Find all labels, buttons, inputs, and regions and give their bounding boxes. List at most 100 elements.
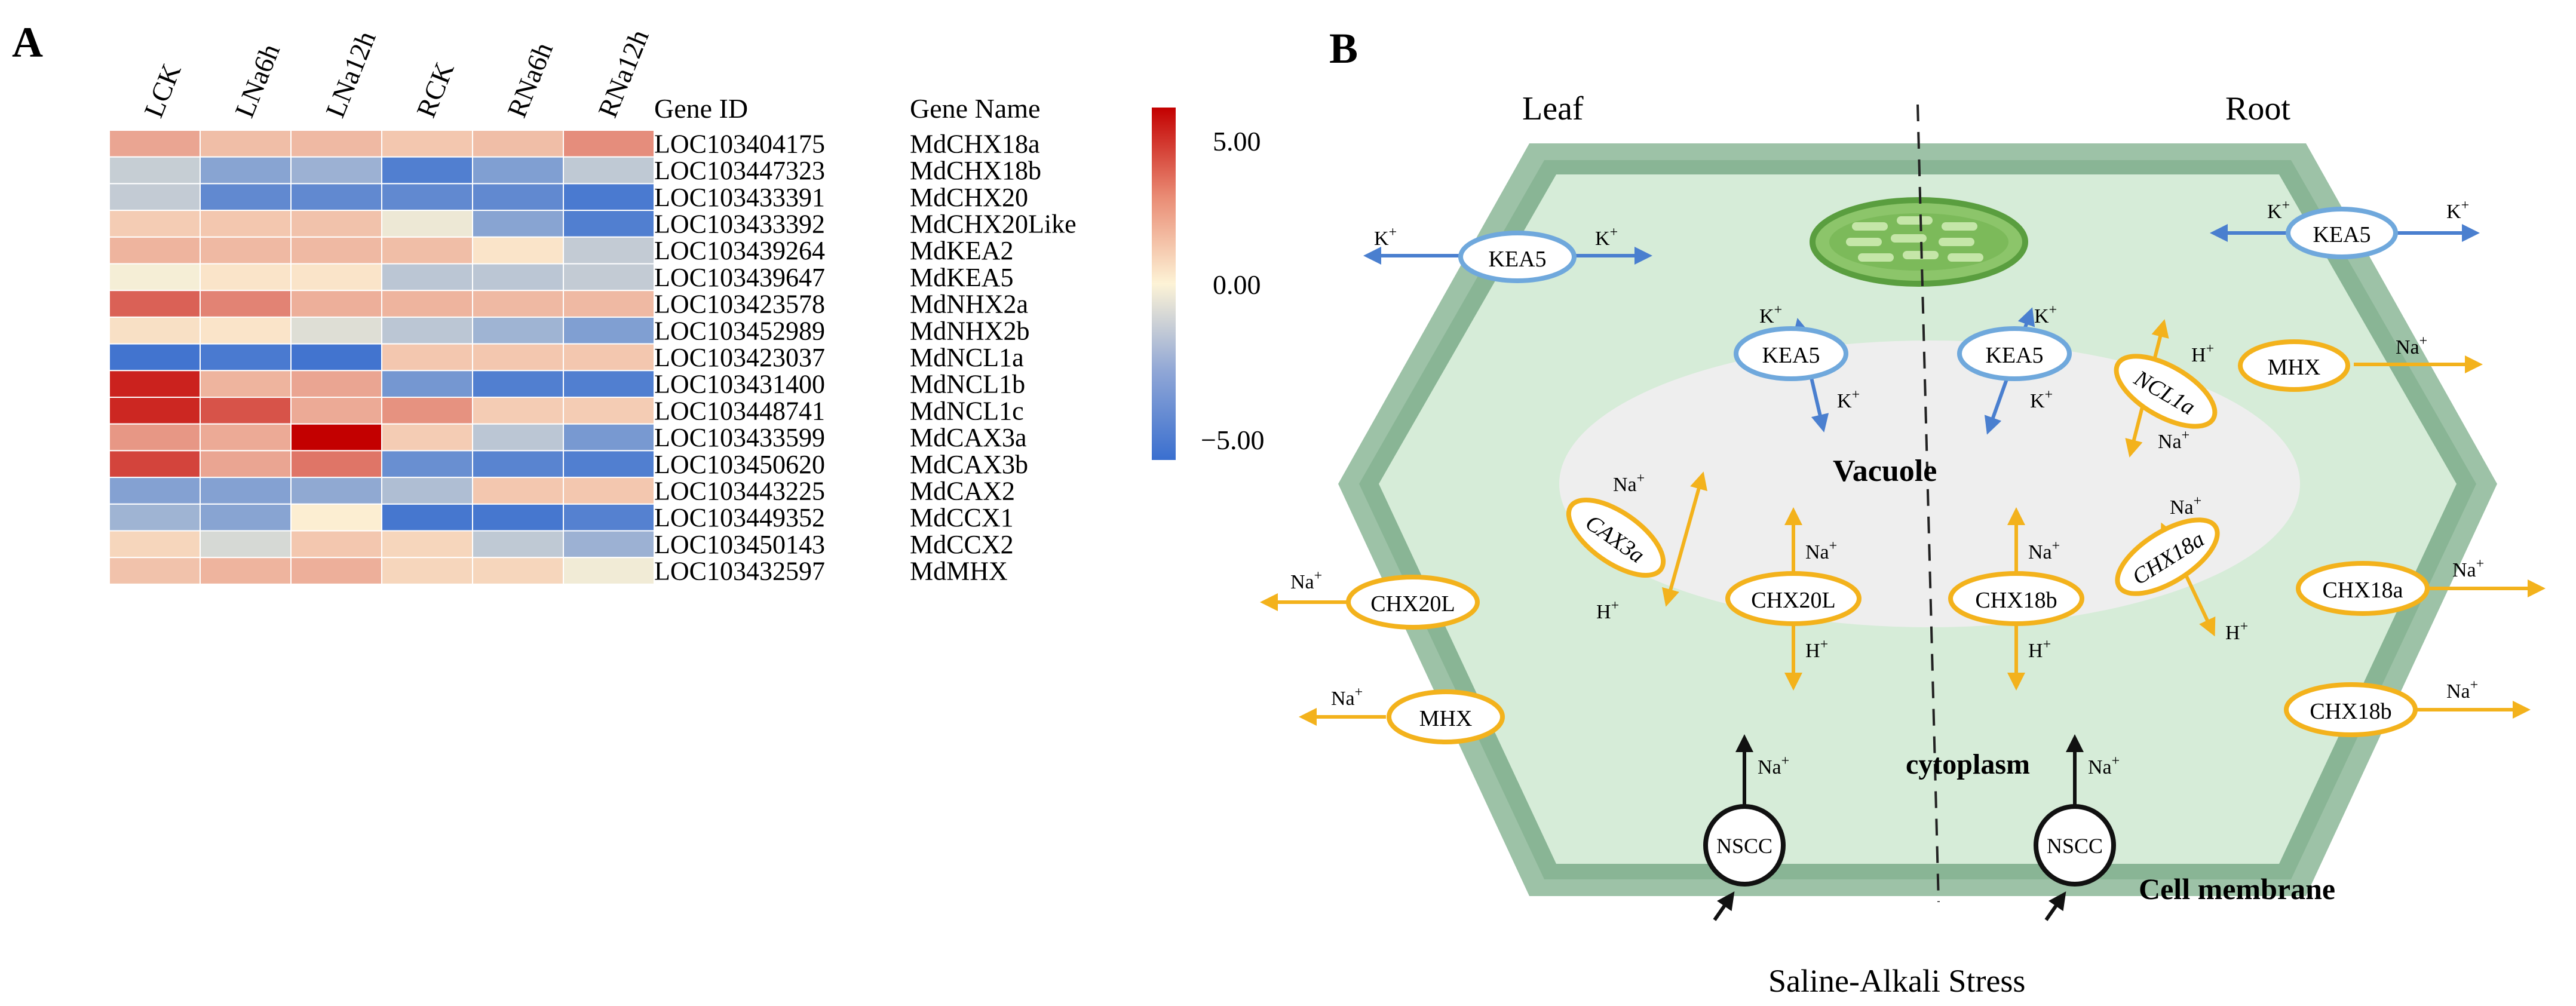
heatmap-cell — [563, 316, 655, 345]
chx20l-leaf-membrane: CHX20L Na+ — [1260, 568, 1480, 630]
na-ion-label: Na+ — [1331, 685, 1363, 710]
heatmap-cell — [200, 423, 292, 452]
heatmap-cell — [200, 397, 292, 425]
gene-name: MdCCX1 — [910, 503, 1014, 532]
gene-name: MdNCL1c — [910, 396, 1024, 425]
heatmap-cell — [290, 263, 382, 292]
heatmap-cell — [563, 397, 655, 425]
chx20l-vacuole-label: CHX20L — [1751, 588, 1835, 613]
heatmap-cell — [200, 370, 292, 398]
heatmap-cell — [381, 316, 473, 345]
heatmap-grid — [109, 130, 655, 585]
chx20l-leaf-vacuole: CHX20L Na+ H+ — [1725, 507, 1862, 691]
chx18b-root-membrane: CHX18b Na+ — [2284, 677, 2531, 737]
chx18a-root-membrane: CHX18a Na+ — [2296, 556, 2546, 616]
heatmap-cell — [109, 130, 201, 158]
heatmap-cell — [381, 503, 473, 532]
heatmap-cell — [200, 130, 292, 158]
heatmap-cell — [381, 397, 473, 425]
heatmap-cell — [472, 557, 564, 585]
kea5-root-vacuole-label: KEA5 — [1985, 343, 2043, 368]
heatmap-cell — [563, 557, 655, 585]
k-ion-label: K+ — [1759, 302, 1782, 327]
chx18a-membrane-label: CHX18a — [2322, 578, 2403, 603]
heatmap-cell — [472, 450, 564, 479]
heatmap-cell — [381, 183, 473, 211]
heatmap-cell — [290, 397, 382, 425]
heatmap-cell — [109, 530, 201, 559]
column-label: LCK — [138, 59, 187, 121]
gene-id: LOC103423578 — [654, 290, 825, 319]
heatmap-cell — [472, 316, 564, 345]
gene-id: LOC103433391 — [654, 183, 825, 212]
gene-name: MdCHX20Like — [910, 209, 1077, 238]
stress-label: Saline-Alkali Stress — [1768, 963, 2025, 999]
heatmap-cell — [472, 503, 564, 532]
heatmap-cell — [109, 290, 201, 318]
heatmap-cell — [109, 397, 201, 425]
heatmap-cell — [200, 263, 292, 292]
heatmap-cell — [109, 477, 201, 505]
heatmap-cell — [381, 263, 473, 292]
k-ion-label: K+ — [1595, 225, 1618, 250]
gene-name: MdCAX3a — [910, 423, 1027, 452]
heatmap-cell — [290, 370, 382, 398]
h-ion-label: H+ — [2028, 637, 2051, 662]
heatmap-cell — [290, 477, 382, 505]
heatmap-cell — [109, 263, 201, 292]
heatmap-cell — [200, 530, 292, 559]
heatmap-cell — [381, 130, 473, 158]
gene-name: MdKEA5 — [910, 263, 1014, 292]
heatmap-cell — [381, 343, 473, 372]
h-ion-label: H+ — [1805, 637, 1828, 662]
heatmap-cell — [290, 450, 382, 479]
kea5-root-membrane: KEA5 K+ K+ — [2210, 198, 2480, 259]
gene-name: MdCAX3b — [910, 450, 1028, 479]
gene-id: LOC103432597 — [654, 557, 825, 586]
gene-name: MdNHX2a — [910, 290, 1028, 319]
na-ion-label: Na+ — [2446, 677, 2478, 703]
gene-id: LOC103449352 — [654, 503, 825, 532]
heatmap-cell — [290, 530, 382, 559]
heatmap-cell — [472, 183, 564, 211]
heatmap-cell — [200, 477, 292, 505]
gene-id: LOC103404175 — [654, 129, 825, 158]
heatmap-cell — [290, 210, 382, 238]
heatmap-cell — [290, 557, 382, 585]
heatmap-cell — [109, 236, 201, 265]
gene-name: MdNHX2b — [910, 316, 1029, 345]
kea5-leaf-vacuole: KEA5 K+ K+ — [1734, 302, 1860, 433]
mhx-root-label: MHX — [2268, 355, 2321, 380]
heatmap-cell — [472, 290, 564, 318]
leaf-root-divider — [1916, 104, 1940, 903]
heatmap-cell — [563, 156, 655, 185]
column-label: RNa12h — [592, 25, 655, 121]
heatmap-cell — [109, 370, 201, 398]
gene-name: MdCHX18a — [910, 129, 1040, 158]
heatmap-cell — [109, 210, 201, 238]
chx18b-root-vacuole: CHX18b Na+ H+ — [1948, 507, 2084, 691]
k-ion-label: K+ — [2446, 198, 2469, 223]
gene-name: MdCAX2 — [910, 476, 1015, 505]
heatmap-cell — [200, 450, 292, 479]
gene-id: LOC103439264 — [654, 236, 825, 265]
heatmap-cell — [563, 423, 655, 452]
heatmap-cell — [381, 450, 473, 479]
color-scale-mid: 0.00 — [1213, 269, 1261, 300]
mhx-leaf-membrane: MHX Na+ — [1299, 685, 1505, 744]
heatmap-cell — [472, 397, 564, 425]
chloroplast-icon — [1810, 197, 2028, 287]
kea5-leaf-membrane-label: KEA5 — [1488, 247, 1546, 272]
heatmap-cell — [381, 530, 473, 559]
na-ion-label: Na+ — [1613, 471, 1645, 496]
heatmap-cell — [381, 557, 473, 585]
kea5-root-vacuole: KEA5 K+ K+ — [1957, 302, 2072, 435]
gene-id: LOC103423037 — [654, 343, 825, 372]
gene-id: LOC103447323 — [654, 156, 825, 185]
cell-membrane-label: Cell membrane — [2139, 872, 2335, 906]
heatmap-cell — [563, 290, 655, 318]
heatmap-cell — [109, 557, 201, 585]
panel-a-label: A — [12, 19, 43, 66]
heatmap-cell — [563, 530, 655, 559]
color-scale-min: −5.00 — [1201, 425, 1264, 455]
